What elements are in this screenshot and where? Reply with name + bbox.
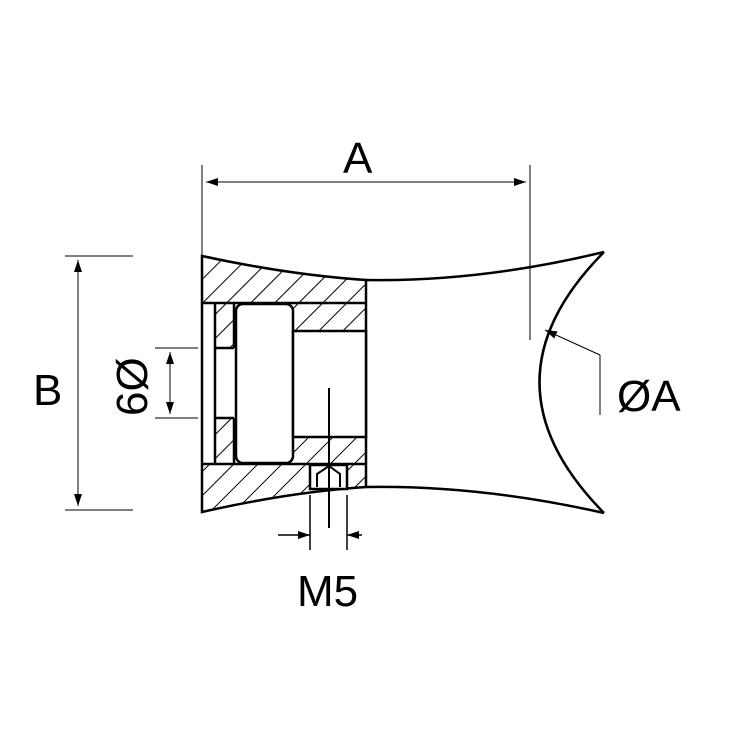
dimension-radius <box>544 329 601 415</box>
dimension-thread <box>278 495 362 550</box>
dimension-b-label: B <box>33 366 62 415</box>
dimension-thread-label: M5 <box>297 567 358 616</box>
dimension-a <box>201 165 531 340</box>
part-outline <box>200 250 605 515</box>
dimension-bore-label: 6Ø <box>108 357 157 416</box>
dimension-b <box>65 255 133 511</box>
dimension-a-label: A <box>343 134 373 183</box>
dimension-bore <box>155 347 198 419</box>
dimension-radius-label: ØA <box>617 372 681 421</box>
